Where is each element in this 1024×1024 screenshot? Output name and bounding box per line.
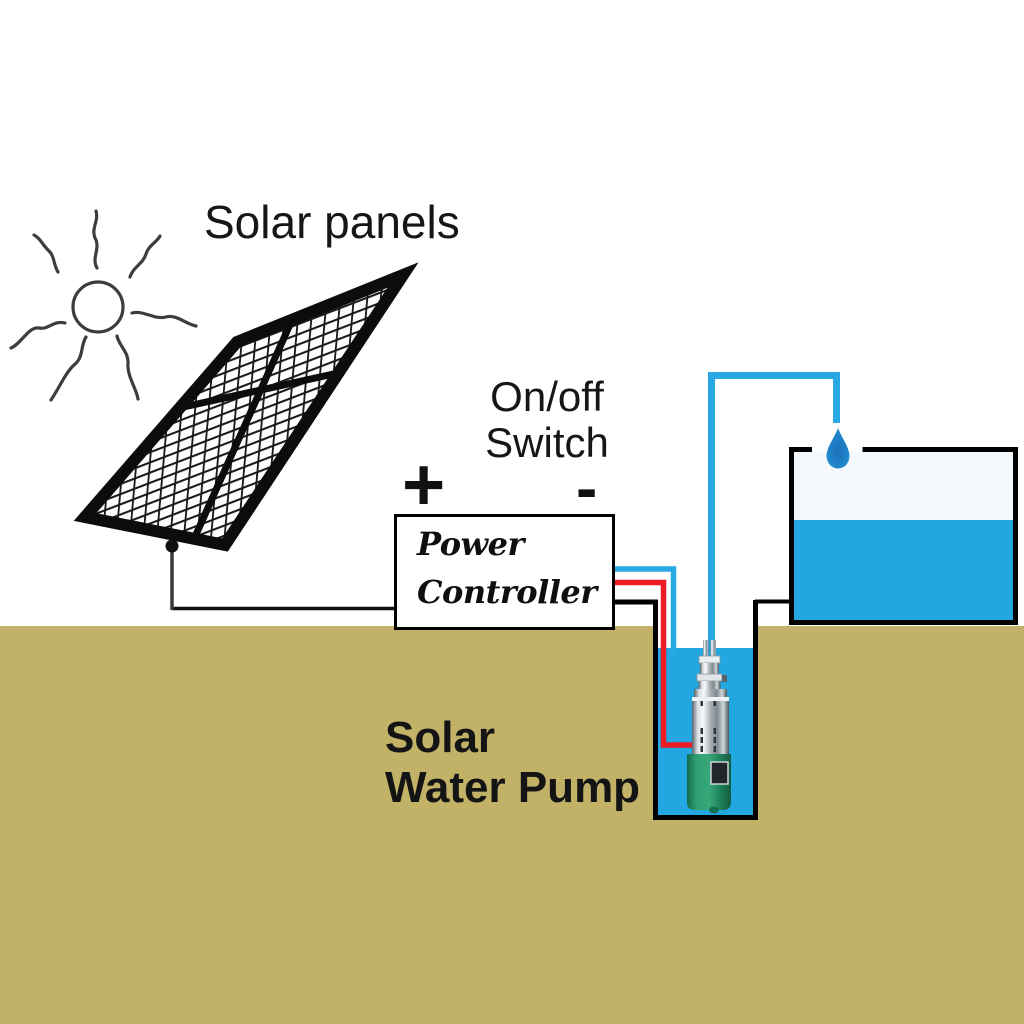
wires: [172, 566, 692, 748]
power-controller-box: Power Controller: [394, 514, 615, 630]
tank-water: [794, 520, 1014, 621]
water-tank: [789, 447, 1018, 625]
submersible-pump-illustration: [687, 640, 731, 814]
power-controller-line2: Controller: [417, 573, 597, 611]
power-controller-line1: Power: [417, 525, 524, 563]
water-droplet-icon: [826, 428, 850, 469]
solar-water-pump-label: Solar Water Pump: [385, 713, 640, 813]
pump-vents: [700, 701, 716, 752]
solar-panel-illustration: [73, 262, 419, 610]
pump-label-plate: [710, 761, 729, 785]
ground-soil: [0, 626, 1024, 1024]
outlet-pipe: [708, 372, 840, 648]
solar-water-pump-line1: Solar: [385, 713, 496, 762]
solar-panels-label: Solar panels: [204, 196, 460, 248]
controller-wire-blue: [610, 566, 677, 655]
on-off-switch-line2: Switch: [485, 419, 609, 466]
panel-mount: [165, 539, 179, 553]
negative-terminal-symbol: -: [576, 452, 598, 524]
on-off-switch-line1: On/off: [490, 373, 604, 420]
solar-water-pump-line2: Water Pump: [385, 763, 641, 812]
positive-terminal-symbol: +: [402, 443, 446, 526]
controller-wire-red: [610, 579, 692, 748]
sun-icon: [9, 209, 198, 402]
on-off-switch-label: On/off Switch: [452, 374, 642, 466]
